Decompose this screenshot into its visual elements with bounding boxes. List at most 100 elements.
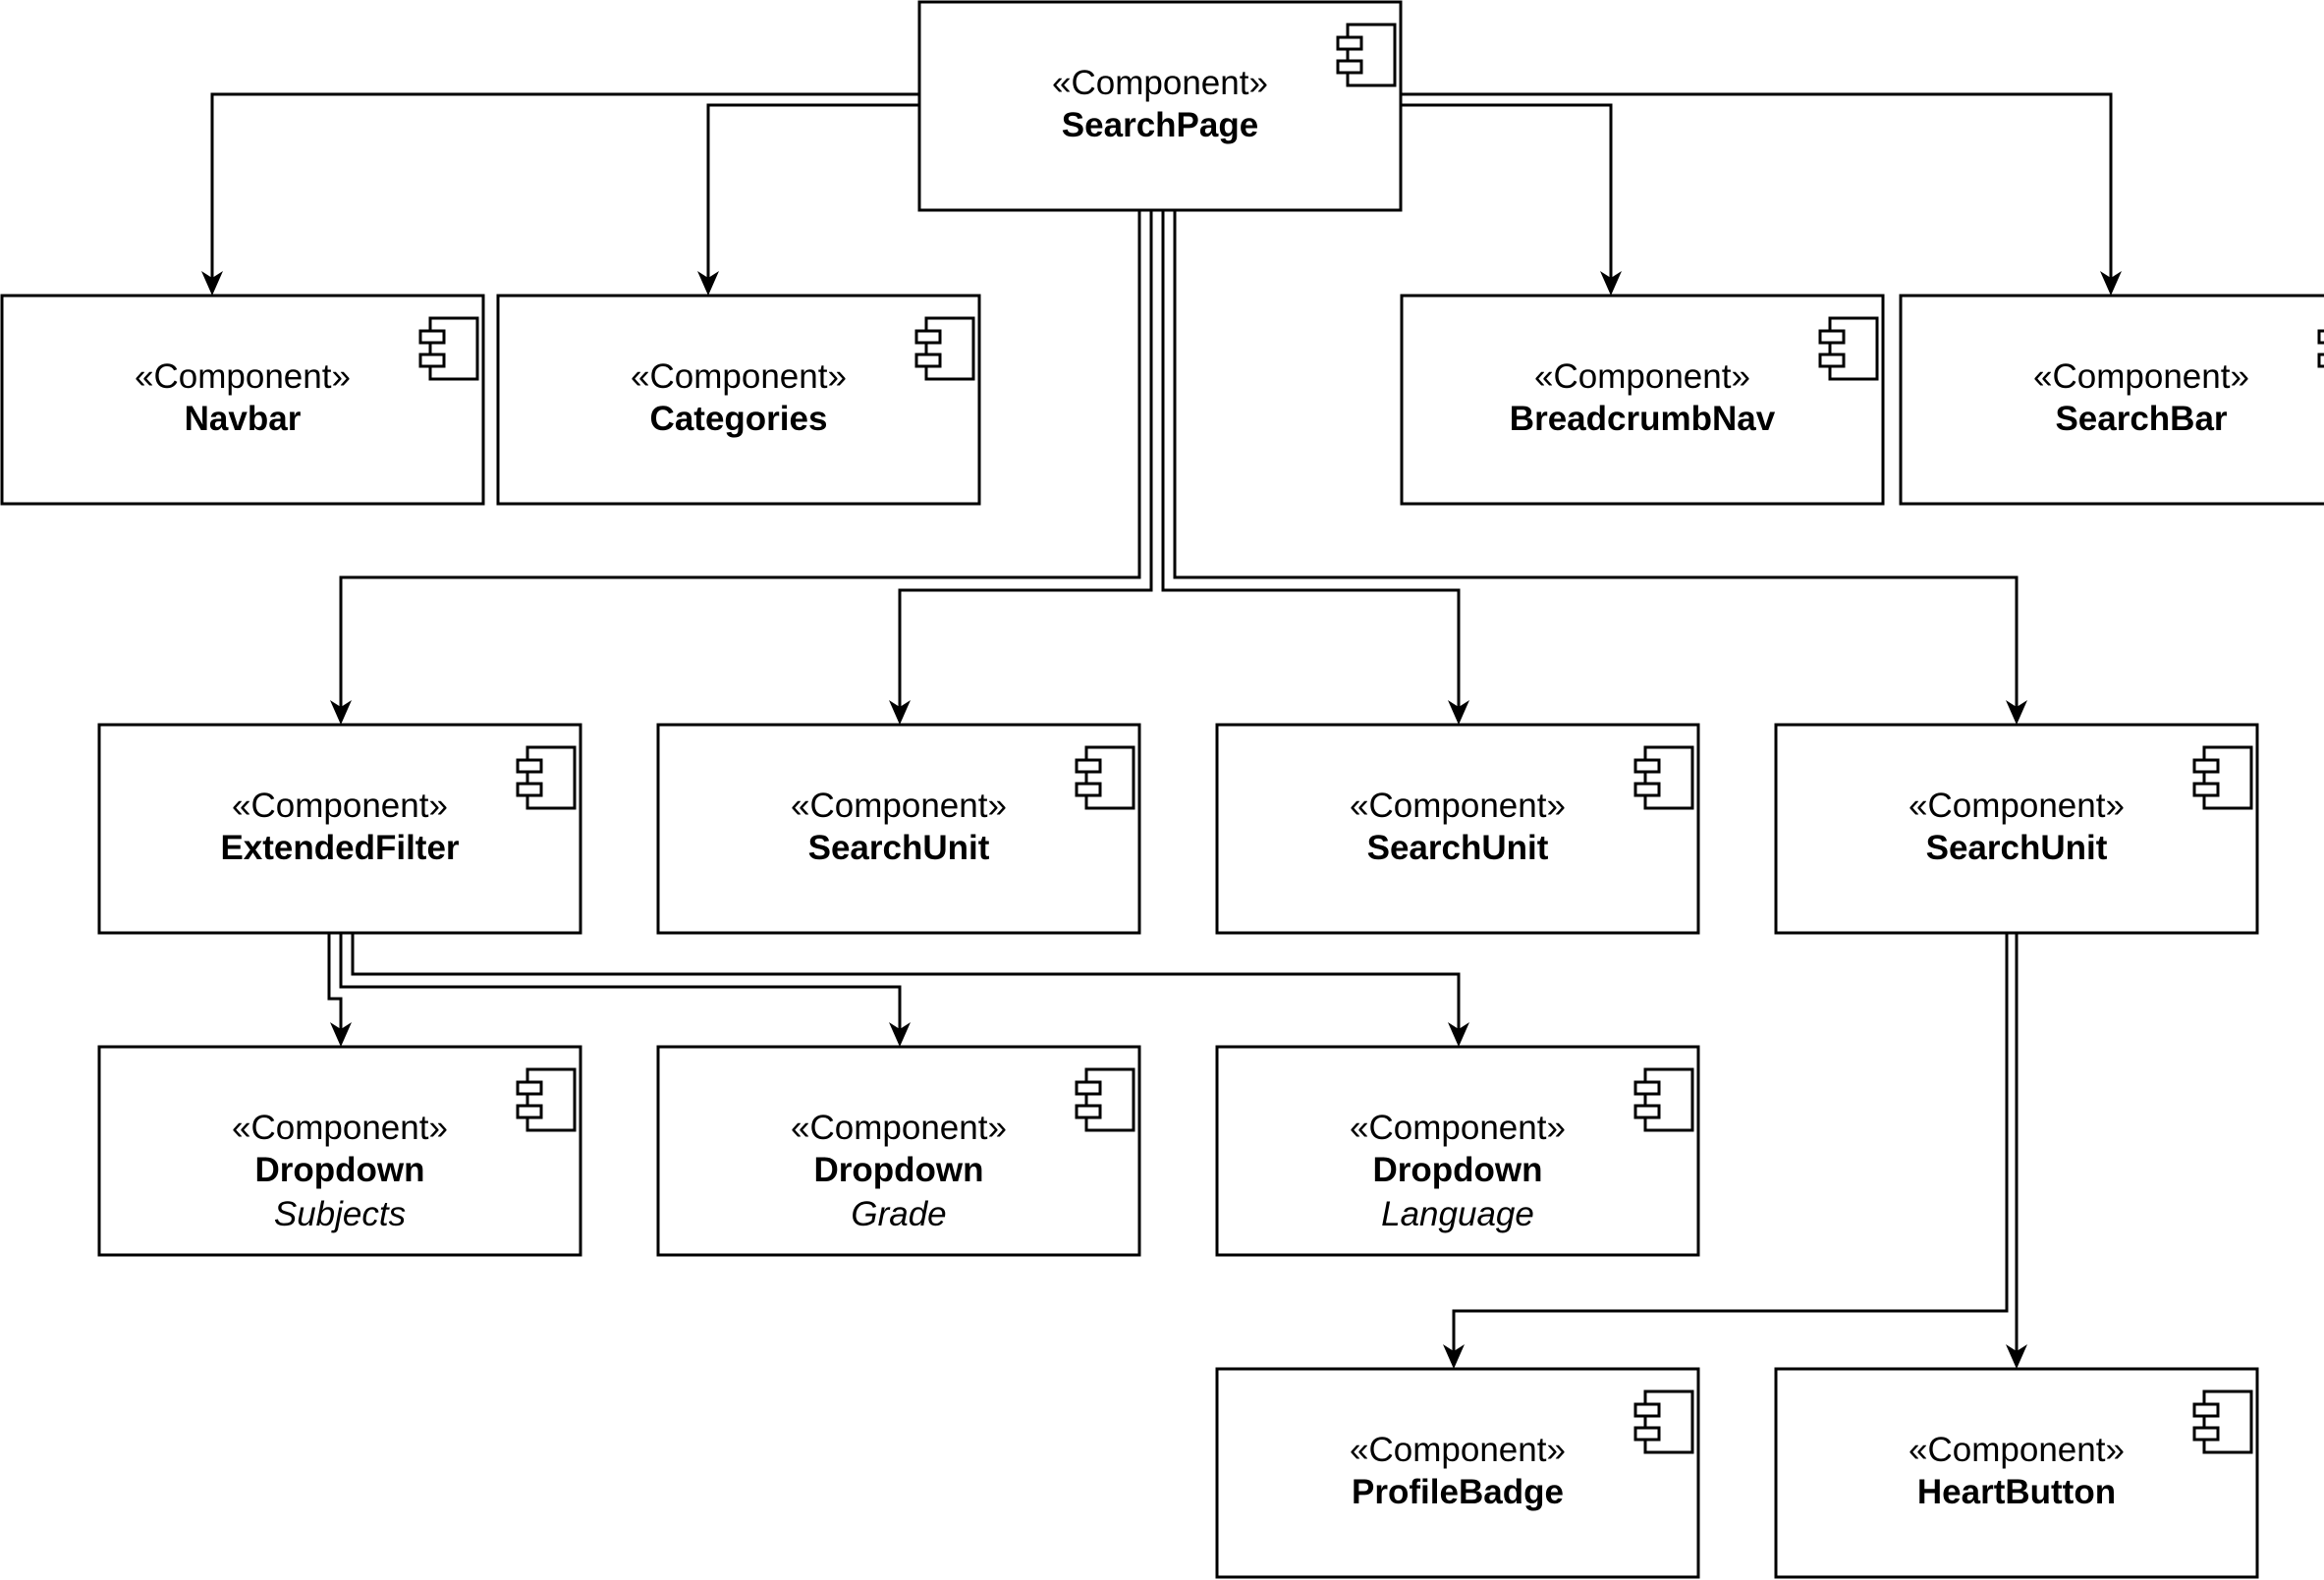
component-name: ExtendedFilter — [220, 829, 459, 867]
connector-searchpage-to-searchunit2 — [1161, 210, 1469, 725]
component-icon — [2317, 329, 2324, 368]
component-searchunit1[interactable]: «Component» SearchUnit — [656, 723, 1141, 935]
component-name: Dropdown — [254, 1151, 424, 1189]
component-name: SearchUnit — [808, 829, 990, 867]
connector-line — [339, 210, 1141, 714]
connector-searchpage-to-searchunit1 — [889, 210, 1153, 725]
component-icon — [1075, 745, 1135, 810]
component-name: Categories — [650, 400, 828, 438]
component-box — [97, 723, 582, 935]
connector-line — [1401, 103, 1613, 285]
connector-searchunit3-to-profilebadge — [1443, 934, 2009, 1369]
connector-line — [351, 934, 1461, 1036]
component-icon — [2192, 1389, 2253, 1454]
component-heartbutton[interactable]: «Component» HeartButton — [1774, 1367, 2259, 1579]
connector-line — [898, 210, 1153, 714]
connector-searchpage-to-extendedfilter — [330, 210, 1141, 725]
component-box — [1400, 294, 1885, 506]
stereotype-label: «Component» — [232, 787, 448, 825]
stereotype-label: «Component» — [791, 787, 1007, 825]
arrowhead — [2006, 700, 2027, 725]
component-icon — [1075, 1067, 1135, 1132]
component-box — [656, 1045, 1141, 1257]
arrowhead — [2100, 271, 2122, 296]
connector-line — [1161, 210, 1461, 714]
connector-line — [339, 934, 902, 1036]
arrowhead — [1448, 700, 1469, 725]
connector-line — [706, 103, 919, 285]
connector-extendedfilter-to-dropdown-language — [351, 934, 1469, 1047]
component-icon — [516, 1067, 577, 1132]
connector-line — [327, 934, 343, 1036]
component-box — [1899, 294, 2324, 506]
component-extendedfilter[interactable]: «Component» ExtendedFilter — [97, 723, 582, 935]
component-name: Dropdown — [1372, 1151, 1542, 1189]
component-subtitle: Grade — [851, 1195, 946, 1233]
component-icon — [1336, 23, 1397, 87]
component-box — [656, 723, 1141, 935]
arrowhead — [330, 700, 352, 725]
component-subtitle: Subjects — [274, 1195, 406, 1233]
component-box — [1774, 1367, 2259, 1579]
component-searchunit2[interactable]: «Component» SearchUnit — [1215, 723, 1700, 935]
component-profilebadge[interactable]: «Component»ProfileBadge — [1215, 1367, 1700, 1579]
connector-searchpage-to-breadcrumbnav — [1401, 103, 1622, 296]
component-searchbar[interactable]: «Component» SearchBar — [1899, 294, 2324, 506]
stereotype-label: «Component» — [1909, 787, 2125, 825]
arrowhead — [889, 1022, 911, 1047]
stereotype-label: «Component» — [1909, 1431, 2125, 1469]
arrowhead — [330, 1022, 352, 1047]
component-categories[interactable]: «Component»Categories — [496, 294, 981, 506]
component-name: Navbar — [185, 400, 302, 438]
arrowhead — [1448, 1022, 1469, 1047]
component-searchunit3[interactable]: «Component» SearchUnit — [1774, 723, 2259, 935]
component-icon — [1818, 316, 1879, 381]
connections-layer — [201, 92, 2122, 1369]
stereotype-label: «Component» — [1350, 1109, 1566, 1147]
connector-extendedfilter-to-dropdown-grade — [339, 934, 911, 1047]
component-breadcrumbnav[interactable]: «Component»BreadcrumbNav — [1400, 294, 1885, 506]
component-icon — [418, 316, 479, 381]
connector-extendedfilter-to-dropdown-subjects — [327, 934, 352, 1047]
stereotype-label: «Component» — [135, 357, 351, 396]
component-name: SearchUnit — [1926, 829, 2108, 867]
connector-line — [1173, 210, 2019, 714]
component-name: SearchBar — [2055, 400, 2227, 438]
arrowhead — [1443, 1344, 1465, 1369]
stereotype-label: «Component» — [2033, 357, 2249, 396]
component-box — [1215, 1045, 1700, 1257]
arrowhead — [697, 271, 719, 296]
component-box — [1774, 723, 2259, 935]
component-box — [1215, 1367, 1700, 1579]
connector-searchpage-to-navbar — [201, 92, 919, 296]
component-name: SearchPage — [1062, 106, 1258, 144]
connector-searchunit3-to-heartbutton — [2006, 934, 2027, 1369]
component-box — [917, 0, 1403, 212]
stereotype-label: «Component» — [232, 1109, 448, 1147]
component-box — [1215, 723, 1700, 935]
arrowhead — [1600, 271, 1622, 296]
component-icon — [2192, 745, 2253, 810]
stereotype-label: «Component» — [791, 1109, 1007, 1147]
connector-searchpage-to-searchbar — [1401, 92, 2122, 296]
arrowhead — [2006, 1344, 2027, 1369]
connector-line — [210, 92, 919, 285]
stereotype-label: «Component» — [1350, 1431, 1566, 1469]
component-icon — [914, 316, 975, 381]
connector-searchpage-to-categories — [697, 103, 919, 296]
component-searchpage[interactable]: «Component» SearchPage — [917, 0, 1403, 212]
component-name: HeartButton — [1917, 1473, 2116, 1511]
component-navbar[interactable]: «Component» Navbar — [0, 294, 485, 506]
component-icon — [516, 745, 577, 810]
component-icon — [1633, 745, 1694, 810]
stereotype-label: «Component» — [1350, 787, 1566, 825]
connector-line — [1452, 934, 2009, 1358]
stereotype-label: «Component» — [1052, 64, 1268, 102]
component-icon — [1633, 1389, 1694, 1454]
component-name: SearchUnit — [1367, 829, 1549, 867]
